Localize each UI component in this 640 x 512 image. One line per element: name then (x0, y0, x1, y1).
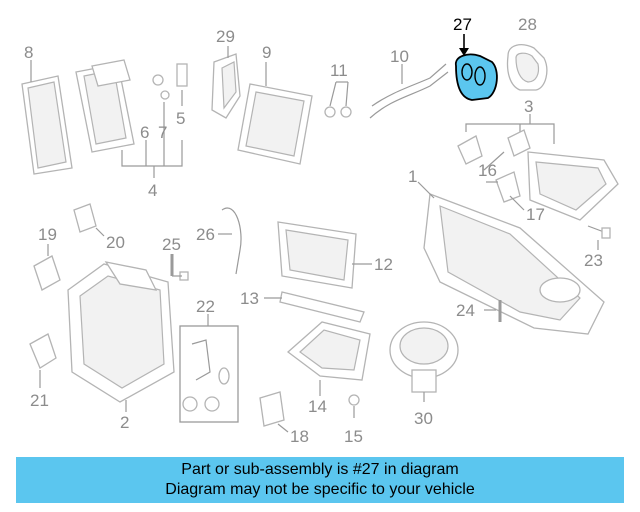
callout-11: 11 (330, 61, 348, 80)
callout-labels: 8 6 7 5 4 29 9 11 10 27 28 3 16 1 17 23 … (24, 15, 603, 446)
callout-8: 8 (24, 43, 33, 62)
part-29-bracket (211, 46, 241, 119)
callout-1: 1 (408, 167, 417, 186)
callout-20: 20 (106, 233, 125, 252)
part-19-bracket (33, 244, 61, 291)
part-10-pipes (369, 63, 449, 119)
callout-10: 10 (390, 47, 409, 66)
part-3-group (457, 114, 555, 211)
callout-23: 23 (584, 251, 603, 270)
part-2-housing (67, 261, 175, 412)
callout-29: 29 (216, 27, 235, 46)
part-11-clips (324, 81, 352, 118)
part-9-heater-core (237, 62, 313, 165)
part-22-kit (179, 314, 239, 423)
callout-30: 30 (414, 409, 433, 428)
callout-5: 5 (176, 109, 185, 128)
part-28-gasket (506, 44, 548, 91)
callout-6: 6 (140, 123, 149, 142)
callout-7: 7 (158, 123, 167, 142)
part-14-tray (286, 321, 371, 396)
callout-3: 3 (524, 97, 533, 116)
part-18-bracket (259, 391, 289, 433)
callout-18: 18 (290, 427, 309, 446)
part-30-blower (389, 321, 459, 402)
callout-21: 21 (30, 391, 49, 410)
part-13-strip (264, 291, 365, 323)
parts-diagram: 8 6 7 5 4 29 9 11 10 27 28 3 16 1 17 23 … (21, 15, 619, 446)
part-26-tube (218, 207, 242, 275)
callout-13: 13 (240, 289, 259, 308)
callout-26: 26 (196, 225, 215, 244)
callout-16: 16 (478, 161, 497, 180)
part-15-nut (348, 394, 360, 418)
callout-15: 15 (344, 427, 363, 446)
part-24-screw (484, 300, 502, 322)
callout-14: 14 (308, 397, 327, 416)
callout-4: 4 (148, 181, 157, 200)
part-4-evaporator (75, 59, 188, 178)
part-20-bracket (73, 203, 105, 237)
callout-22: 22 (196, 297, 215, 316)
part-25-bolt (170, 254, 189, 281)
callout-9: 9 (262, 43, 271, 62)
callout-12: 12 (374, 255, 393, 274)
part-12-filter (277, 221, 372, 289)
callout-25: 25 (162, 235, 181, 254)
callout-28: 28 (518, 15, 537, 34)
callout-24: 24 (456, 301, 475, 320)
callout-17: 17 (526, 205, 545, 224)
callout-27-highlighted: 27 (453, 15, 472, 34)
part-27-gasket-highlighted (455, 34, 498, 101)
banner-line-1: Part or sub-assembly is #27 in diagram (181, 461, 459, 478)
callout-2: 2 (120, 413, 129, 432)
part-23-screw (587, 225, 611, 250)
part-1-housing (417, 151, 619, 335)
callout-19: 19 (38, 225, 57, 244)
part-8-filter (21, 60, 73, 175)
info-banner: Part or sub-assembly is #27 in diagram D… (16, 457, 624, 503)
banner-line-2: Diagram may not be specific to your vehi… (165, 481, 475, 498)
part-21-bracket (29, 333, 57, 388)
